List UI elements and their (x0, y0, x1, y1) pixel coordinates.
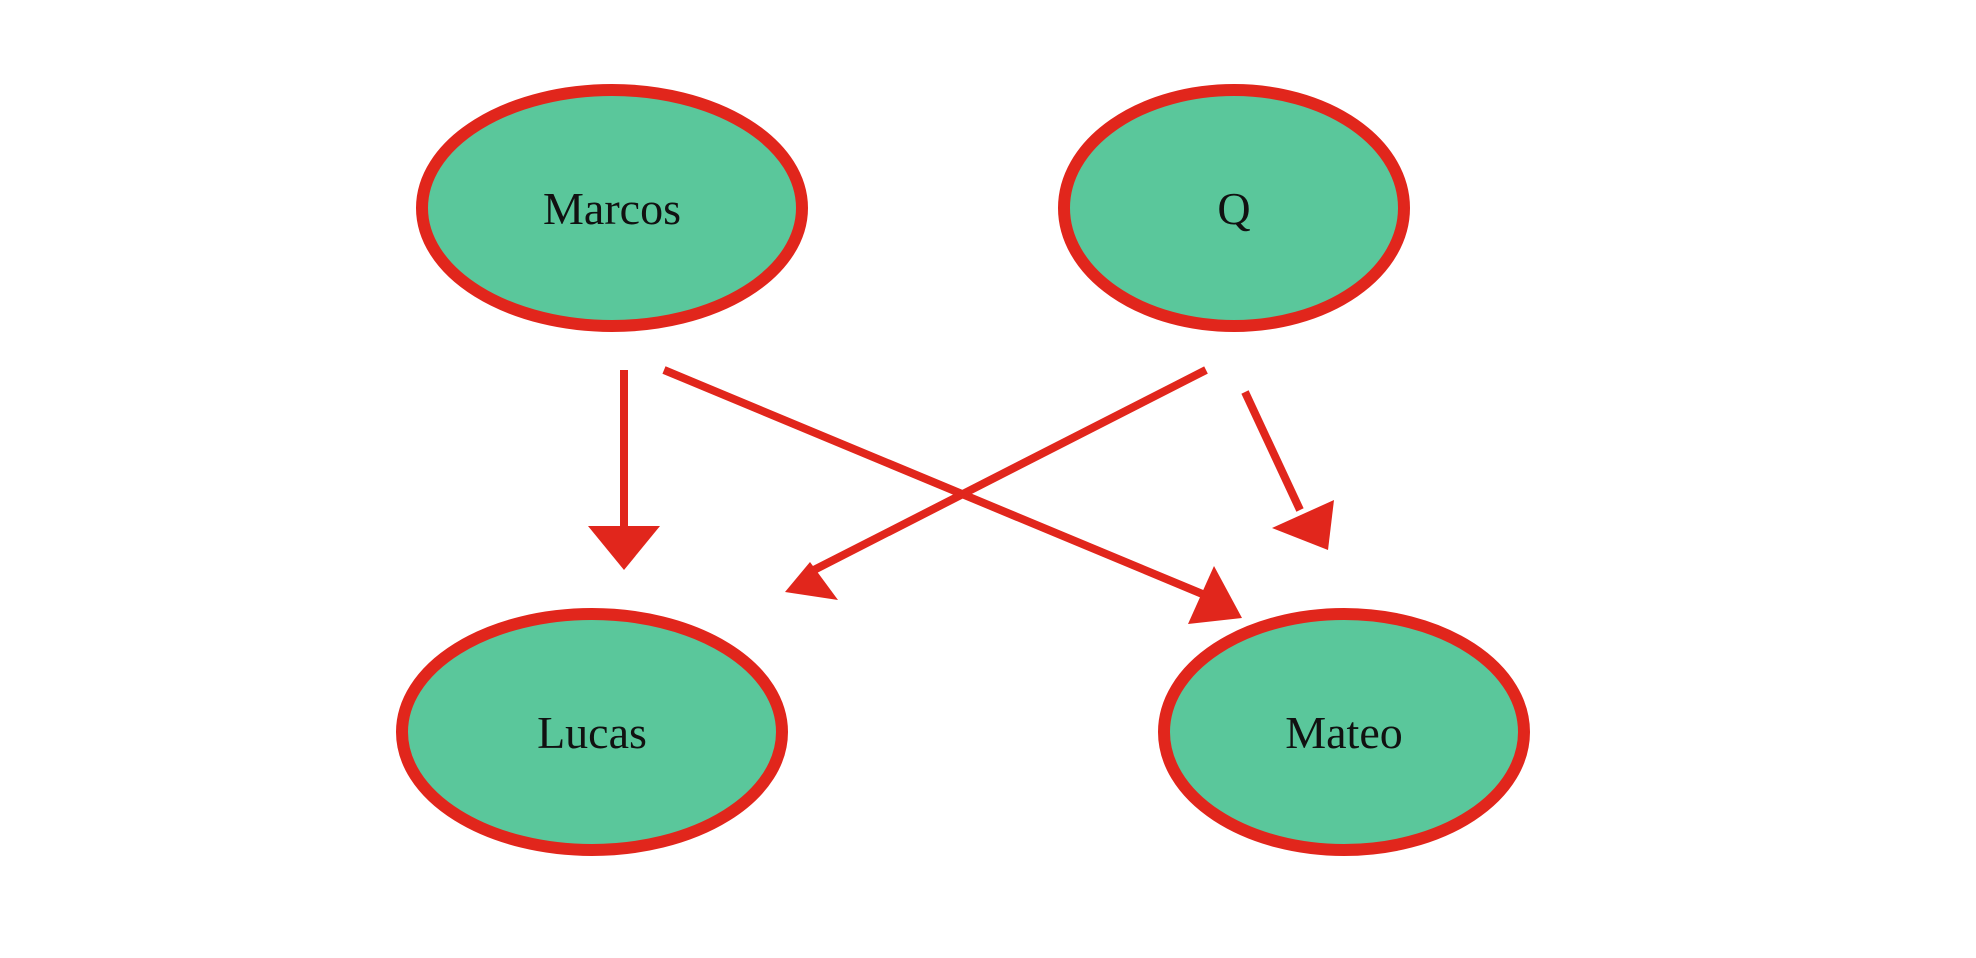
node-label-mateo: Mateo (1285, 707, 1403, 758)
node-ellipse (1158, 608, 1530, 856)
edge-q-to-lucas (785, 366, 1208, 600)
node-marcos: Marcos (416, 84, 808, 332)
arrowhead-icon (588, 526, 660, 570)
edge-q-to-mateo (1241, 390, 1334, 550)
node-label-marcos: Marcos (543, 183, 681, 234)
node-lucas: Lucas (396, 608, 788, 856)
node-label-lucas: Lucas (537, 707, 647, 758)
nodes: Marcos Q Lucas Mateo (396, 84, 1530, 856)
node-ellipse (396, 608, 788, 856)
edge-line (662, 366, 1214, 602)
node-label-q: Q (1217, 183, 1250, 234)
edge-line (808, 366, 1208, 576)
edge-marcos-to-lucas (588, 370, 660, 570)
edge-marcos-to-mateo (662, 366, 1242, 624)
node-ellipse (1058, 84, 1410, 332)
node-q: Q (1058, 84, 1410, 332)
node-mateo: Mateo (1158, 608, 1530, 856)
arrowhead-icon (785, 562, 838, 600)
arrowhead-icon (1188, 566, 1242, 624)
arrowhead-icon (1272, 500, 1334, 550)
node-ellipse (416, 84, 808, 332)
edge-line (1241, 390, 1304, 512)
edges (588, 366, 1334, 624)
